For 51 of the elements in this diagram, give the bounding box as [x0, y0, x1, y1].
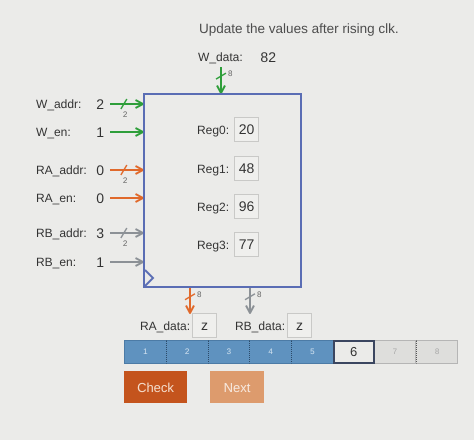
register-file-block	[143, 93, 302, 288]
register-label: Reg0:	[197, 122, 230, 136]
signal-label: W_data:	[198, 50, 243, 64]
heading: Update the values after rising clk.	[199, 21, 399, 36]
output-value: z	[192, 313, 217, 338]
register-label: Reg3:	[197, 238, 230, 252]
register-label: Reg2:	[197, 200, 230, 214]
register-value: 96	[234, 194, 259, 219]
signal-label: W_addr:	[36, 97, 82, 111]
current-step: 6	[332, 340, 374, 364]
edge-label: 2	[122, 110, 128, 119]
output-label: RB_data:	[235, 318, 286, 332]
signal-value: 0	[96, 190, 104, 206]
signal-value: 2	[96, 96, 104, 112]
progress-step: 4	[249, 340, 291, 364]
edge-label: 8	[196, 290, 202, 299]
signal-value: 3	[96, 225, 104, 241]
arrow	[185, 288, 195, 314]
progress-step: 1	[124, 340, 166, 364]
progress-step: 2	[166, 340, 208, 364]
progress-step: 5	[291, 340, 333, 364]
arrow	[110, 257, 144, 267]
signal-value: 1	[96, 124, 104, 140]
signal-label: RA_en:	[36, 191, 76, 205]
register-value: 20	[234, 117, 259, 142]
register-value: 77	[234, 232, 259, 257]
register-value: 48	[234, 156, 259, 181]
edge-label: 2	[122, 176, 128, 185]
arrow	[110, 127, 144, 137]
arrow	[110, 165, 144, 175]
arrow	[110, 99, 144, 109]
arrow	[110, 193, 144, 203]
signal-value: 82	[260, 49, 276, 65]
arrow	[245, 288, 255, 314]
check-button: Check	[124, 371, 187, 403]
output-value: z	[287, 313, 312, 338]
arrow	[216, 67, 226, 94]
signal-label: W_en:	[36, 125, 71, 139]
register-label: Reg1:	[197, 162, 230, 176]
signal-value: 0	[96, 162, 104, 178]
signal-label: RB_en:	[36, 255, 76, 269]
progress-step: 3	[208, 340, 250, 364]
arrow	[110, 228, 144, 238]
output-label: RA_data:	[140, 318, 190, 332]
signal-value: 1	[96, 254, 104, 270]
edge-label: 2	[122, 239, 128, 248]
signal-label: RB_addr:	[36, 226, 87, 240]
edge-label: 8	[256, 290, 262, 299]
signal-label: RA_addr:	[36, 163, 87, 177]
edge-label: 8	[227, 69, 234, 78]
next-button: Next	[210, 371, 264, 403]
